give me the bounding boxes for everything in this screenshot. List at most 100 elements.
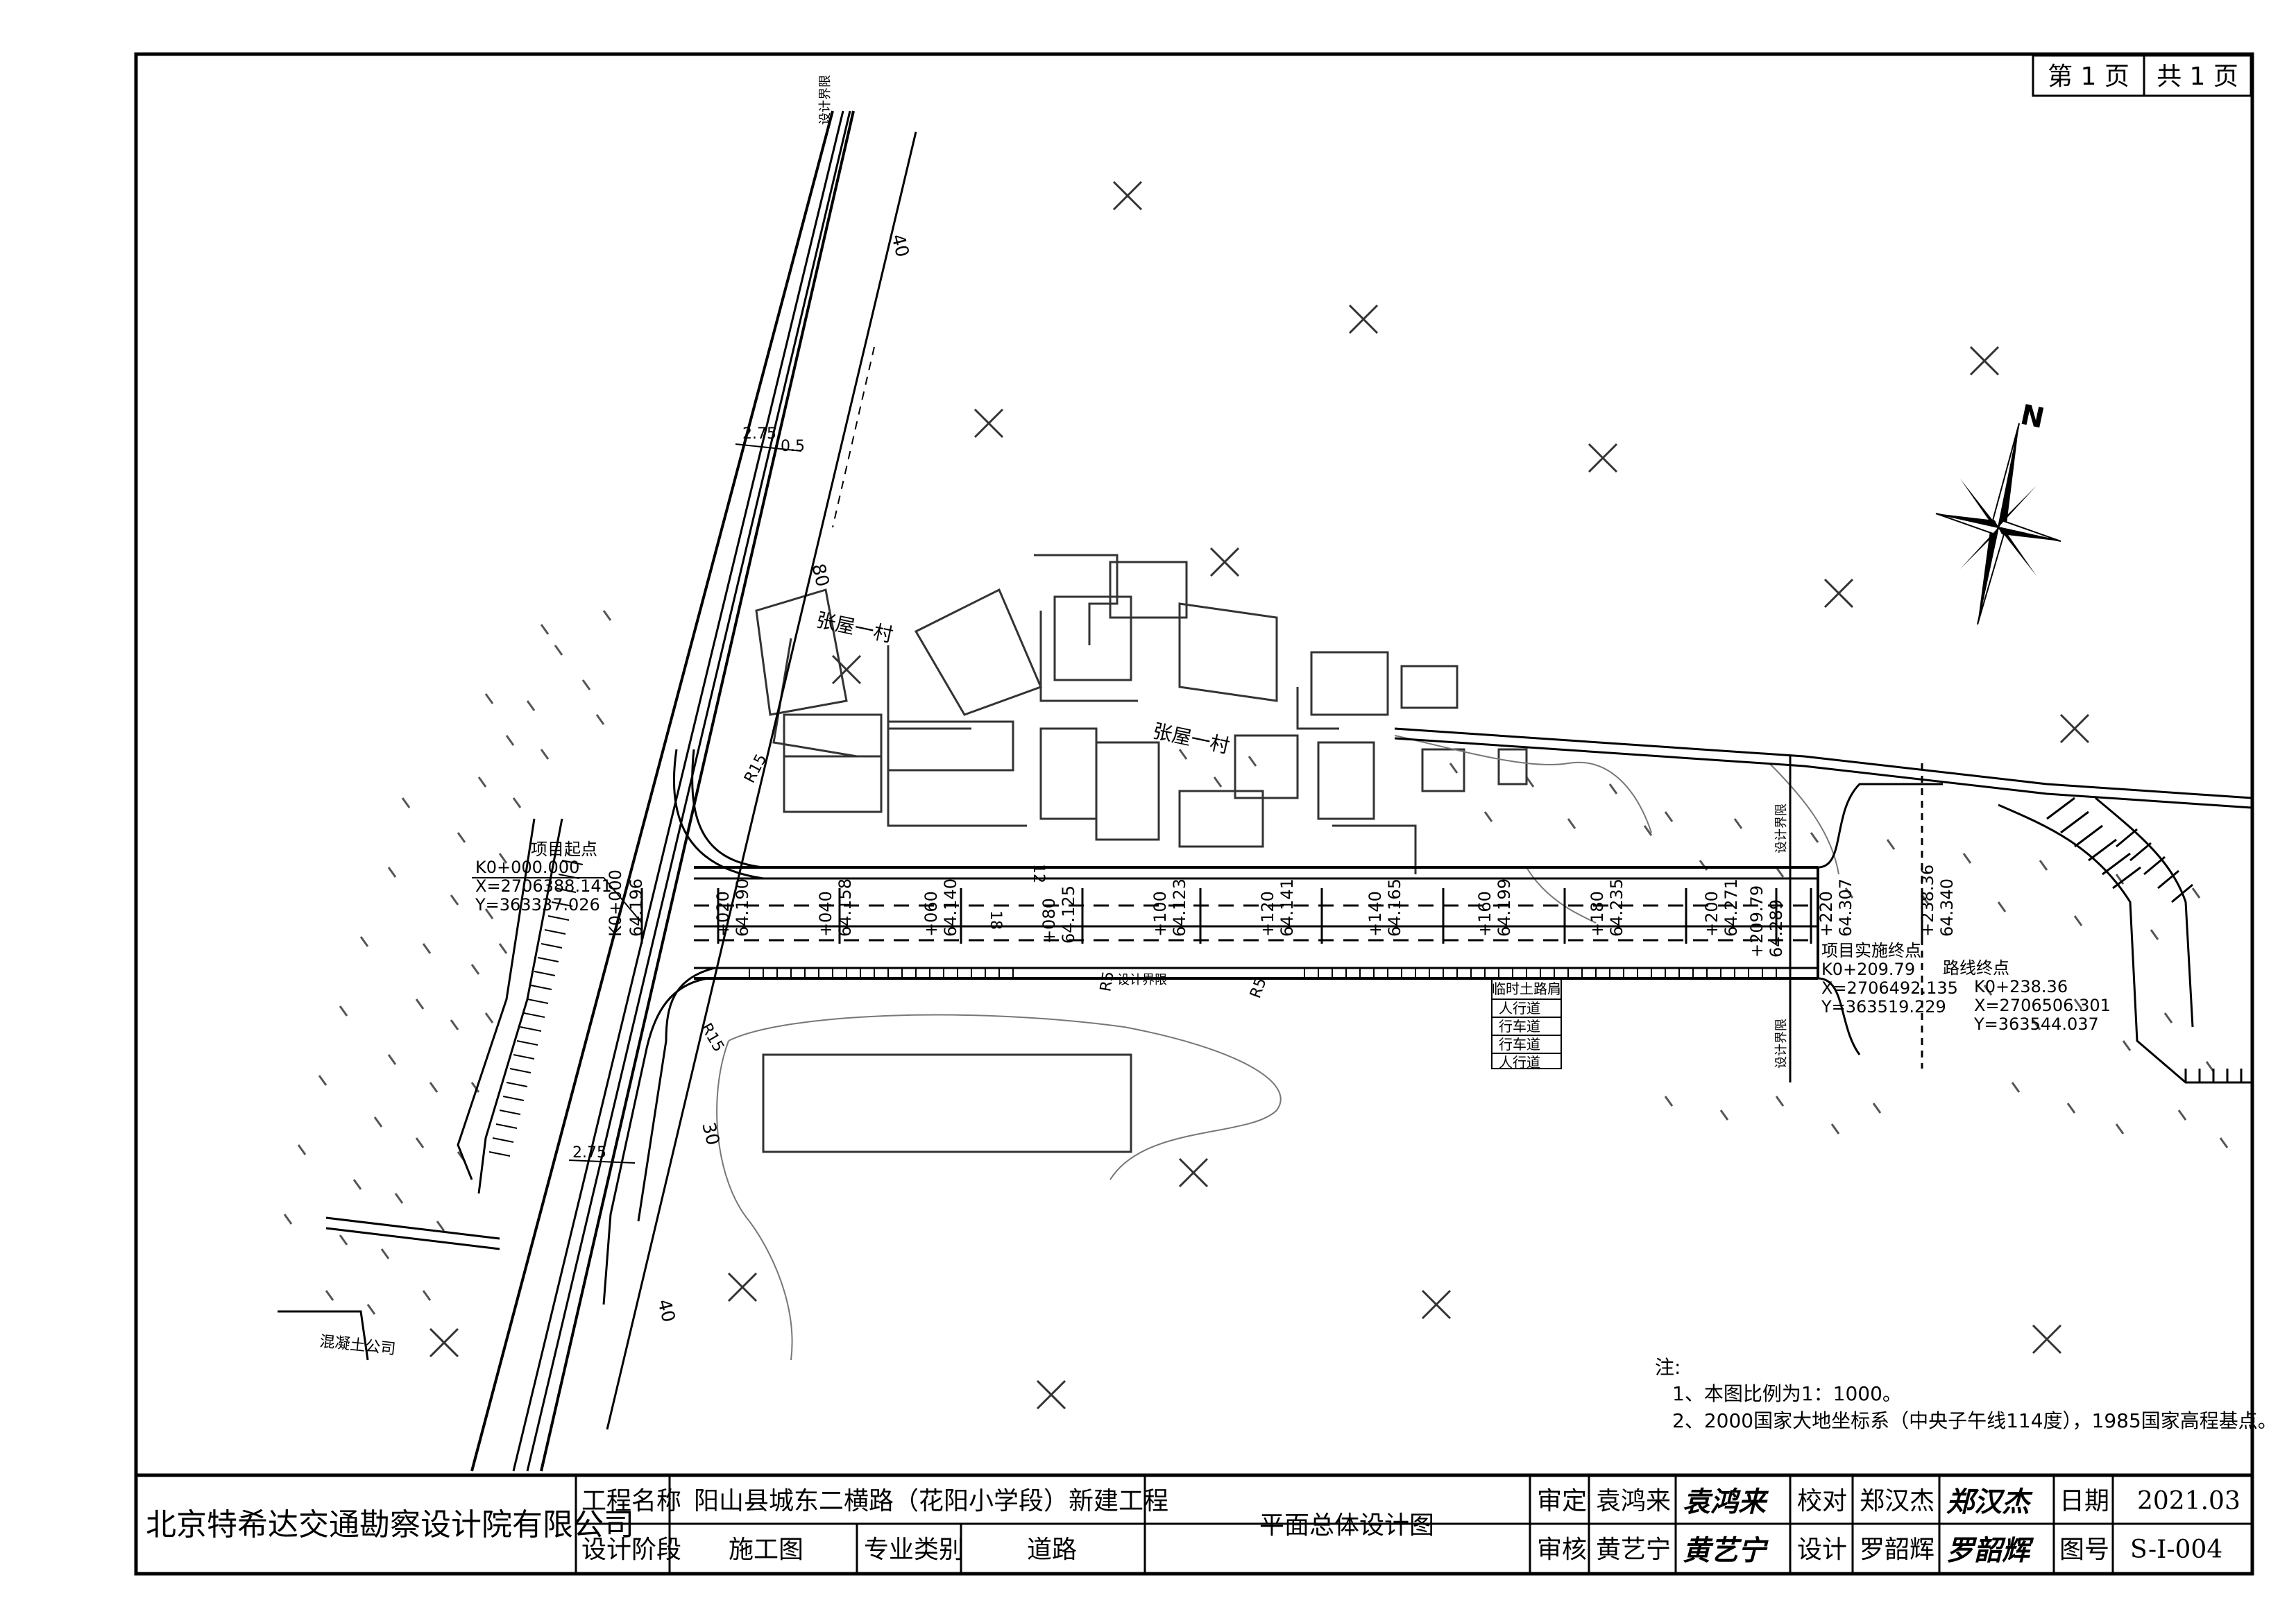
drawing-title: 平面总体设计图: [1259, 1511, 1434, 1540]
dim-275-top: 2.75: [742, 425, 776, 443]
radius-mid: R5: [1097, 970, 1118, 993]
elev-6: 64.141: [1277, 878, 1297, 937]
vegetation-ticks: [283, 610, 2229, 1315]
notes: 注: 1、本图比例为1：1000。 2、2000国家大地坐标系（中央子午线114…: [1655, 1356, 2277, 1432]
route-end-y: Y=363544.037: [1973, 1014, 2099, 1034]
discipline-label: 专业类别: [864, 1536, 964, 1564]
route-end-station: K0+238.36: [1974, 977, 2068, 996]
station-0: K0+000: [606, 869, 625, 937]
station-9: +180: [1588, 891, 1607, 937]
design-boundary-east: 设计界限: [1774, 804, 1789, 853]
note-2: 2、2000国家大地坐标系（中央子午线114度），1985国家高程基点。: [1672, 1409, 2277, 1432]
design-label: 设计: [1797, 1536, 1847, 1564]
legend-item-4: 人行道: [1499, 1054, 1540, 1071]
station-12: +220: [1817, 891, 1836, 937]
impl-end-callout: 项目实施终点 K0+209.79 X=2706492.135 Y=363519.…: [1821, 941, 1958, 1017]
sheet-frame: [134, 52, 2254, 1576]
designed-road: [602, 749, 1943, 1305]
survey-crosses: [429, 180, 2090, 1410]
route-end-callout: 路线终点 K0+238.36 X=2706506.301 Y=363544.03…: [1943, 958, 2111, 1034]
start-station: K0+000.000: [475, 858, 579, 877]
date-value: 2021.03: [2137, 1487, 2240, 1515]
elev-11: 64.289: [1767, 899, 1786, 958]
elev-3: 64.140: [941, 878, 960, 937]
side-road: [278, 1216, 500, 1361]
station-ticks: [640, 888, 1923, 944]
start-x: X=2706388.141: [475, 876, 612, 896]
elev-1: 64.190: [733, 878, 752, 937]
title-block: [136, 1473, 2252, 1574]
approve-label: 审定: [1537, 1487, 1587, 1515]
design-boundary-east-s: 设计界限: [1774, 1019, 1789, 1069]
elev-9: 64.235: [1607, 878, 1626, 937]
review-label: 审核: [1537, 1536, 1587, 1564]
title-block-text: 北京特希达交通勘察设计院有限公司 工程名称 阳山县城东二横路（花阳小学段）新建工…: [146, 1486, 2240, 1567]
approver: 袁鸿来: [1596, 1487, 1671, 1515]
route-end-x: X=2706506.301: [1974, 996, 2111, 1015]
impl-end-x: X=2706492.135: [1821, 978, 1958, 998]
station-10: +200: [1702, 891, 1721, 937]
dim-line-bot: [568, 1159, 636, 1164]
dim-30: 30: [697, 1120, 723, 1147]
stage-value: 施工图: [729, 1536, 803, 1564]
designer: 罗韶辉: [1860, 1536, 1934, 1564]
legend-item-2: 行车道: [1499, 1018, 1540, 1035]
station-2: +040: [816, 891, 835, 937]
station-11: +209.79: [1747, 885, 1767, 958]
dim-40-bot: 40: [653, 1297, 679, 1324]
project-name-label: 工程名称: [581, 1487, 681, 1515]
terrain-contours: [716, 735, 1839, 1361]
date-label: 日期: [2059, 1487, 2109, 1515]
dim-18: 18: [987, 910, 1004, 930]
station-8: +160: [1475, 891, 1495, 937]
dim-line-top: [735, 443, 802, 452]
page-label: 第 1 页: [2048, 62, 2129, 91]
station-3: +060: [921, 891, 941, 937]
label-road-east: 混凝土公司: [318, 1333, 396, 1358]
design-boundary-top: 设计界限: [818, 75, 833, 125]
reviewer: 黄艺宁: [1596, 1536, 1671, 1564]
north-arrow: N: [1935, 399, 2061, 625]
impl-end-title: 项目实施终点: [1821, 941, 1921, 960]
designer-signature: 罗韶辉: [1946, 1534, 2034, 1567]
company-name: 北京特希达交通勘察设计院有限公司: [146, 1507, 634, 1543]
page-indicator: 第 1 页 共 1 页: [2032, 54, 2252, 97]
elev-13: 64.340: [1937, 878, 1957, 937]
legend-item-1: 人行道: [1499, 1000, 1540, 1017]
village-label-1: 张屋一村: [815, 609, 895, 647]
dim-275-bot: 2.75: [572, 1144, 606, 1162]
station-labels: K0+000 64.196 +020 64.190 +040 64.158 +0…: [606, 865, 1957, 958]
road-edge-left: [477, 818, 563, 1194]
legend-item-3: 行车道: [1499, 1036, 1540, 1053]
start-point-callout: 项目起点 K0+000.000 X=2706388.141 Y=363337.0…: [472, 840, 643, 924]
station-1: +020: [713, 891, 733, 937]
station-6: +120: [1258, 891, 1277, 937]
station-5: +100: [1150, 891, 1170, 937]
check-label: 校对: [1797, 1487, 1847, 1515]
project-name: 阳山县城东二横路（花阳小学段）新建工程: [694, 1487, 1168, 1515]
impl-end-y: Y=363519.229: [1821, 997, 1946, 1017]
dim-80: 80: [807, 561, 833, 588]
existing-diagonal-road: [470, 110, 917, 1472]
elev-12: 64.307: [1836, 878, 1855, 937]
dim-05-top: 0.5: [781, 438, 805, 455]
design-boundary-mid: 设计界限: [1117, 973, 1167, 987]
station-13: +238.36: [1918, 865, 1937, 937]
reviewer-signature: 黄艺宁: [1683, 1534, 1769, 1567]
lane-legend: 临时土路肩 人行道 行车道 行车道 人行道: [1491, 978, 1562, 1071]
discipline-value: 道路: [1027, 1536, 1077, 1564]
north-label: N: [2018, 399, 2047, 435]
road-edge-left-outer: [457, 818, 536, 1180]
elev-7: 64.165: [1385, 878, 1404, 937]
start-title: 项目起点: [531, 840, 597, 859]
road-edge-hatch: [488, 860, 584, 1157]
impl-end-station: K0+209.79: [1821, 960, 1915, 979]
elev-10: 64.271: [1721, 878, 1741, 937]
approver-signature: 袁鸿来: [1683, 1486, 1769, 1518]
elev-2: 64.158: [835, 878, 855, 937]
start-y: Y=363337.026: [475, 895, 600, 915]
checker: 郑汉杰: [1860, 1487, 1934, 1515]
note-1: 1、本图比例为1：1000。: [1672, 1382, 1902, 1405]
elev-4: 64.125: [1059, 885, 1078, 944]
